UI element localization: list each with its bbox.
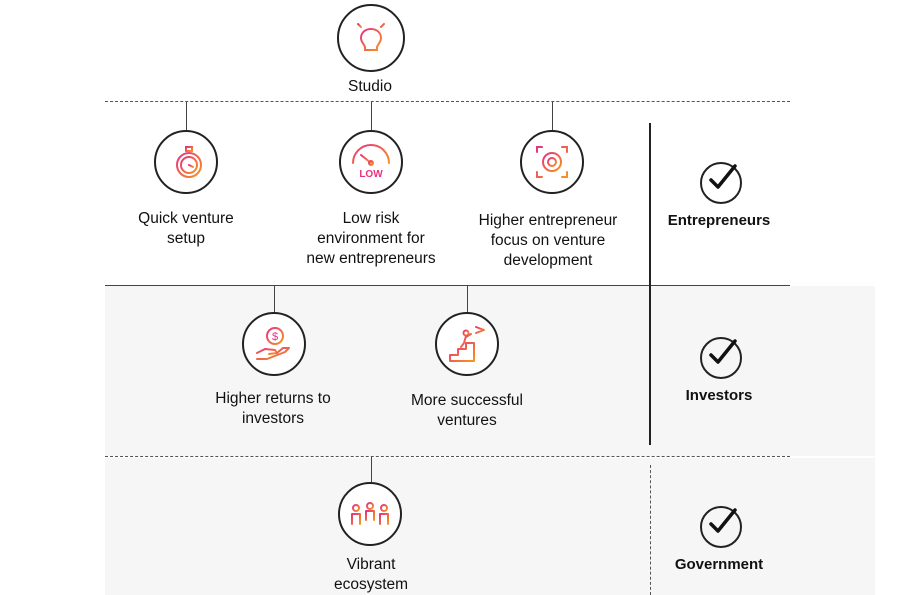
studio-label: Studio (348, 78, 392, 95)
climb-stairs-flag-icon (449, 326, 485, 362)
ecosystem-node (338, 482, 402, 546)
separator-government (105, 456, 790, 457)
ecosystem-label: Vibrant ecosystem (333, 556, 409, 593)
connector (552, 102, 553, 132)
money-hand-icon: $ (256, 327, 290, 360)
gauge-low-text: LOW (359, 169, 383, 180)
role-divider-dashed (650, 465, 651, 595)
quick-venture-node (154, 130, 218, 194)
connector (371, 102, 372, 132)
focus-node (520, 130, 584, 194)
separator-studio (105, 101, 790, 102)
low-risk-node: LOW (339, 130, 403, 194)
role-government: Government (674, 556, 764, 573)
successful-ventures-node (435, 312, 499, 376)
successful-ventures-label: More successful ventures (411, 392, 523, 429)
role-investors: Investors (685, 387, 753, 404)
target-icon (535, 145, 569, 179)
check-icon (700, 506, 742, 548)
focus-label: Higher entrepreneur focus on venture dev… (478, 212, 618, 269)
check-icon (700, 337, 742, 379)
check-icon (700, 162, 742, 204)
government-band (105, 458, 875, 595)
connector (371, 457, 372, 485)
lightbulb-icon (352, 18, 390, 57)
investors-band (105, 286, 875, 456)
studio-node (337, 4, 405, 72)
connector (274, 286, 275, 314)
connector (467, 286, 468, 314)
stopwatch-icon (166, 146, 202, 178)
low-gauge-icon: LOW (352, 144, 390, 180)
low-risk-label: Low risk environment for new entrepreneu… (306, 210, 436, 267)
role-entrepreneurs: Entrepreneurs (667, 212, 771, 229)
separator-investors (105, 285, 790, 286)
returns-label: Higher returns to investors (215, 390, 331, 427)
meeting-group-icon (351, 497, 389, 531)
svg-text:$: $ (272, 331, 278, 343)
role-divider (649, 123, 651, 445)
quick-venture-label: Quick venture setup (138, 210, 234, 247)
returns-node: $ (242, 312, 306, 376)
connector (186, 102, 187, 132)
